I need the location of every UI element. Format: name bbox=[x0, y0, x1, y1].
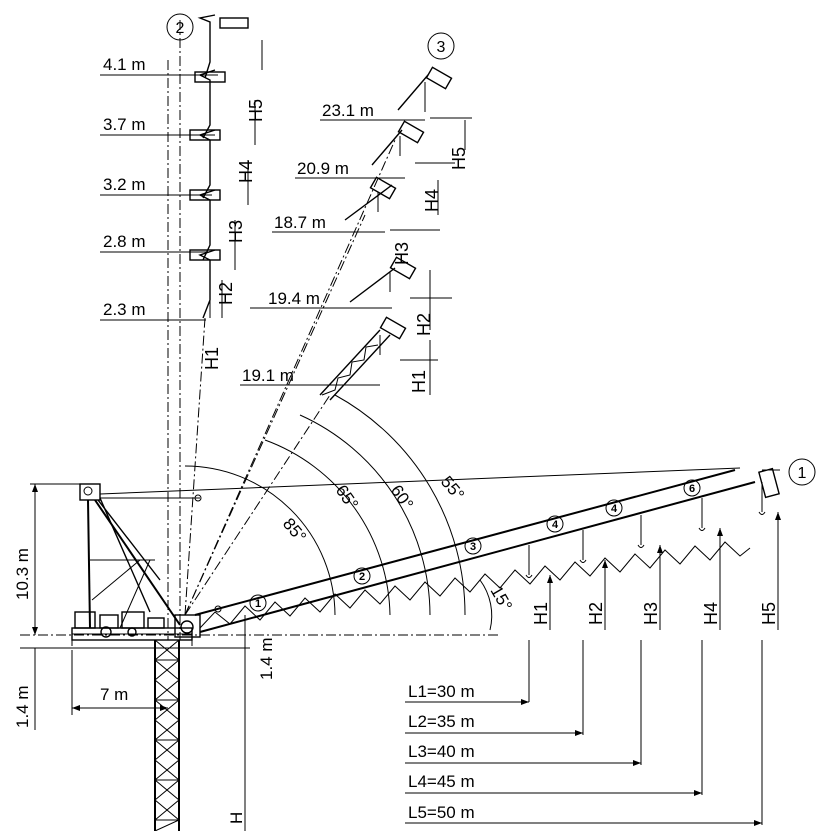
base-height-left-dim: 1.4 m bbox=[13, 685, 32, 728]
config3-jibs bbox=[319, 66, 453, 401]
config3-radius-dims: 23.1 m 20.9 m 18.7 m 19.4 m 19.1 m bbox=[240, 101, 425, 386]
config1-height-arrows bbox=[547, 512, 781, 630]
config3-h5: H5 bbox=[449, 147, 469, 170]
config3-radius-h2: 19.4 m bbox=[268, 289, 320, 308]
config3-h2: H2 bbox=[414, 313, 434, 336]
jib-length-dims: L1=30 m L2=35 m L3=40 m L4=45 m L5=50 m bbox=[405, 640, 763, 826]
config2-radius-dims: 4.1 m 3.7 m 3.2 m 2.8 m 2.3 m bbox=[100, 55, 218, 321]
config2-h4: H4 bbox=[236, 160, 256, 183]
config-1-label: 1 bbox=[798, 465, 807, 482]
config1-h5: H5 bbox=[759, 602, 779, 625]
section-6: 6 bbox=[689, 483, 695, 495]
config2-height-labels: H1 H2 H3 H4 H5 bbox=[202, 99, 266, 370]
counter-jib-dim: 7 m bbox=[100, 685, 128, 704]
angle-55: 55° bbox=[437, 472, 468, 504]
jib-length-l2: L2=35 m bbox=[408, 712, 475, 731]
config-bubbles: 2 3 1 bbox=[166, 13, 816, 486]
jib-length-l3: L3=40 m bbox=[408, 742, 475, 761]
reference-lines bbox=[20, 20, 500, 649]
config3-radius-h3: 18.7 m bbox=[274, 213, 326, 232]
config2-radius-h1: 2.3 m bbox=[103, 300, 146, 319]
config3-radius-h1: 19.1 m bbox=[242, 366, 294, 385]
config2-h3: H3 bbox=[226, 220, 246, 243]
counter-jib bbox=[71, 611, 193, 646]
angle-60: 60° bbox=[387, 481, 417, 513]
config3-radius-h4: 20.9 m bbox=[297, 159, 349, 178]
config1-height-labels: H1 H2 H3 H4 H5 bbox=[531, 602, 779, 625]
config2-radius-h3: 3.2 m bbox=[103, 175, 146, 194]
hooks-config1 bbox=[525, 482, 766, 578]
angle-arcs: 85° 65° 60° 55° 15° bbox=[184, 394, 516, 631]
config1-h4: H4 bbox=[701, 602, 721, 625]
a-frame bbox=[79, 467, 741, 638]
config1-h3: H3 bbox=[641, 602, 661, 625]
config3-height-lines bbox=[390, 117, 472, 395]
config2-radius-h5: 4.1 m bbox=[103, 55, 146, 74]
section-1: 1 bbox=[255, 598, 261, 610]
config2-radius-h4: 3.7 m bbox=[103, 115, 146, 134]
section-4b: 4 bbox=[611, 503, 618, 515]
config3-h4: H4 bbox=[422, 189, 442, 212]
section-2: 2 bbox=[359, 571, 365, 583]
config-2-label: 2 bbox=[176, 20, 185, 37]
tower-height-dim: H bbox=[227, 812, 246, 824]
section-4a: 4 bbox=[552, 519, 559, 531]
angle-85: 85° bbox=[279, 514, 310, 546]
config2-h1: H1 bbox=[202, 347, 222, 370]
jib-length-l5: L5=50 m bbox=[408, 803, 475, 822]
config1-h1: H1 bbox=[531, 602, 551, 625]
base-dims: 10.3 m 1.4 m 7 m 1.4 m H bbox=[13, 483, 276, 831]
config3-h1: H1 bbox=[409, 370, 429, 393]
mast-height-dim: 10.3 m bbox=[13, 548, 32, 600]
section-3: 3 bbox=[470, 541, 476, 553]
tower-mast bbox=[154, 639, 180, 831]
config1-h2: H2 bbox=[586, 602, 606, 625]
jib-length-l1: L1=30 m bbox=[408, 682, 475, 701]
config2-h2: H2 bbox=[216, 282, 236, 305]
config2-jibs bbox=[189, 14, 249, 319]
config3-radius-h5: 23.1 m bbox=[322, 101, 374, 120]
section-markers: 1 2 3 4 4 6 bbox=[249, 479, 701, 612]
config2-h5: H5 bbox=[246, 99, 266, 122]
config3-h3: H3 bbox=[392, 242, 412, 265]
base-height-right-dim: 1.4 m bbox=[257, 637, 276, 680]
config2-radius-h2: 2.8 m bbox=[103, 232, 146, 251]
config2-heights bbox=[221, 40, 263, 318]
config3-height-labels: H1 H2 H3 H4 H5 bbox=[392, 147, 469, 393]
jib-length-l4: L4=45 m bbox=[408, 772, 475, 791]
config-3-label: 3 bbox=[437, 39, 446, 56]
